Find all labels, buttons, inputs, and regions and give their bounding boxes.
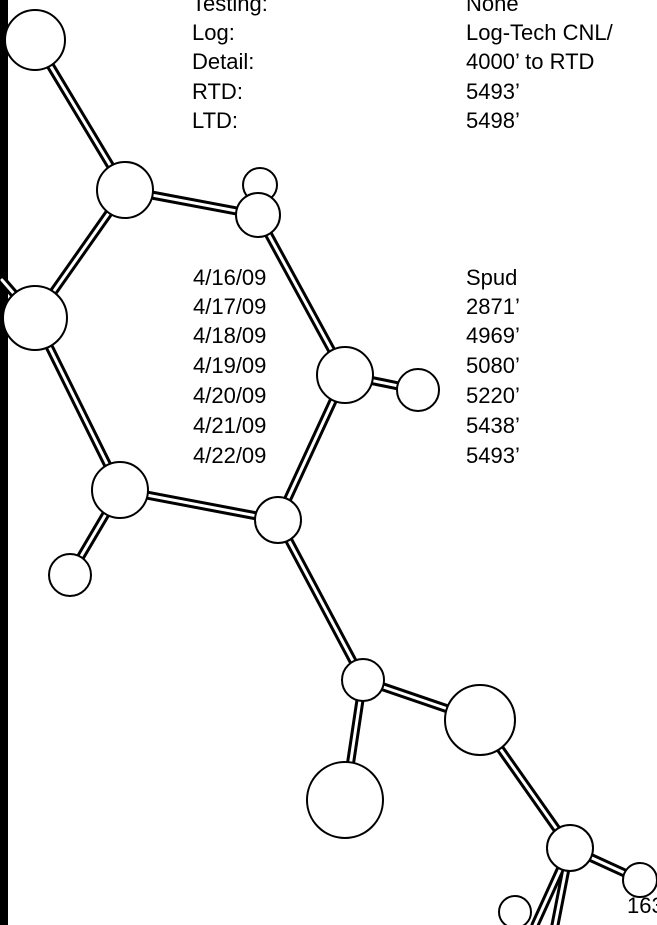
rtd-value: 5493’	[466, 79, 520, 104]
log-depth: 4969’	[466, 323, 520, 348]
log-depth: 5080’	[466, 353, 520, 378]
log-date: 4/20/09	[193, 383, 267, 408]
page-left-border	[0, 0, 8, 925]
rtd-label: RTD:	[192, 79, 243, 104]
log-date: 4/18/09	[193, 323, 267, 348]
log-date: 4/16/09	[193, 265, 267, 290]
log-date: 4/22/09	[193, 443, 267, 468]
testing-value: None	[466, 0, 519, 16]
log-date: 4/21/09	[193, 413, 267, 438]
testing-label: Testing:	[192, 0, 268, 16]
log-depth: 5220’	[466, 383, 520, 408]
log-value: Log-Tech CNL/	[466, 20, 613, 45]
detail-value: 4000’ to RTD	[466, 49, 595, 74]
log-depth: 5438’	[466, 413, 520, 438]
ltd-label: LTD:	[192, 108, 239, 133]
log-label: Log:	[192, 20, 235, 45]
log-depth: Spud	[466, 265, 518, 290]
page-number: 163	[627, 893, 657, 918]
ltd-value: 5498’	[466, 108, 520, 133]
log-depth: 5493’	[466, 443, 520, 468]
detail-label: Detail:	[192, 49, 255, 74]
log-date: 4/17/09	[193, 294, 267, 319]
log-date: 4/19/09	[193, 353, 267, 378]
log-depth: 2871’	[466, 294, 520, 319]
